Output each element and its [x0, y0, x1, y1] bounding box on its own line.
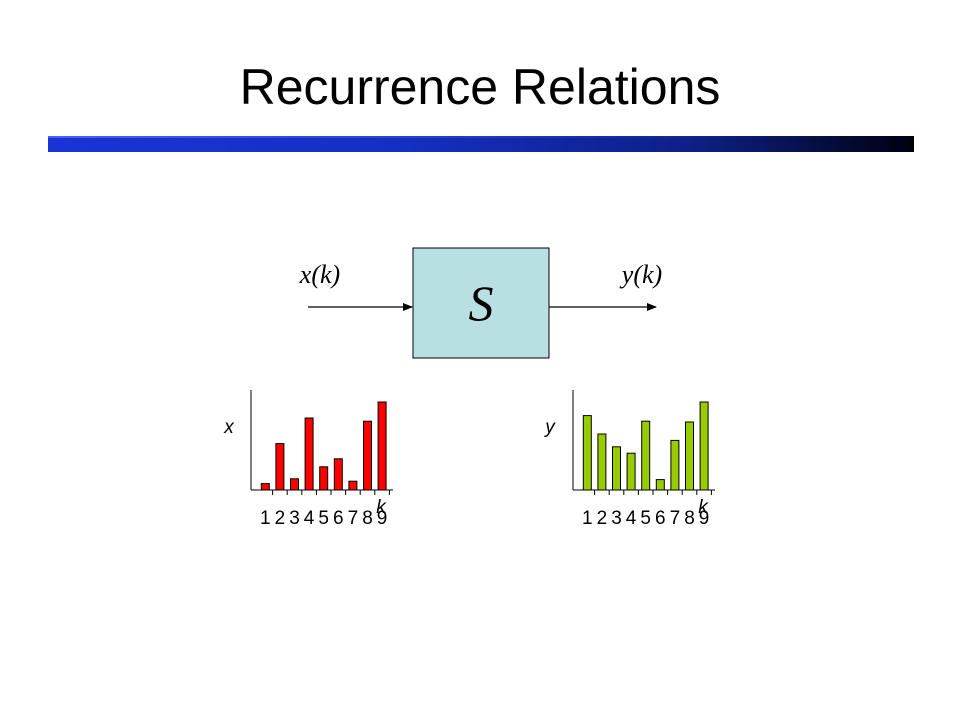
- output-chart-tick-label-4: 4: [626, 508, 637, 529]
- output-chart-bar-4: [626, 452, 636, 491]
- input-chart-tick-label-5: 5: [318, 508, 329, 529]
- input-chart-bar-7: [348, 480, 358, 491]
- input-chart-tick-label-3: 3: [289, 508, 300, 529]
- output-chart-y-label: y: [543, 417, 556, 438]
- output-chart-bar-6: [655, 479, 665, 491]
- input-chart-bar-2: [275, 443, 285, 491]
- output-chart-tick-label-7: 7: [670, 508, 681, 529]
- output-chart-bar-5: [641, 420, 651, 491]
- title-underline-highlight: [48, 136, 914, 138]
- input-chart-bar-9: [377, 401, 387, 491]
- input-chart-bar-1: [260, 483, 270, 491]
- output-chart-tick-label-2: 2: [597, 508, 608, 529]
- slide-title: Recurrence Relations: [239, 59, 721, 115]
- output-chart-bar-1: [582, 415, 592, 491]
- input-chart-x-label: k: [376, 497, 387, 518]
- output-chart-bar-7: [670, 439, 680, 491]
- output-signal-label: y(k): [619, 260, 662, 289]
- output-chart-bar-3: [612, 446, 621, 491]
- system-label: S: [469, 275, 494, 331]
- input-chart-bar-8: [363, 420, 372, 491]
- input-chart-bar-3: [290, 478, 299, 491]
- output-chart-tick-label-8: 8: [684, 508, 695, 529]
- output-chart-bar-2: [597, 433, 607, 491]
- input-chart-tick-label-7: 7: [348, 508, 359, 529]
- input-chart-bar-6: [333, 458, 343, 491]
- output-chart-tick-label-5: 5: [640, 508, 651, 529]
- input-chart-tick-label-2: 2: [275, 508, 286, 529]
- input-chart-tick-label-8: 8: [362, 508, 373, 529]
- input-chart-tick-label-9: 9: [377, 508, 388, 529]
- system-box: [412, 247, 550, 359]
- input-chart-y-label: x: [223, 417, 235, 438]
- output-chart-bar-9: [699, 401, 709, 491]
- output-chart-x-label: k: [698, 497, 709, 518]
- output-chart-tick-label-3: 3: [611, 508, 622, 529]
- input-signal-label: x(k): [299, 260, 340, 289]
- output-chart-tick-label-6: 6: [655, 508, 666, 529]
- output-chart-tick-label-9: 9: [699, 508, 710, 529]
- input-chart-tick-label-6: 6: [333, 508, 344, 529]
- input-chart-bar-5: [319, 466, 329, 491]
- output-chart-bar-8: [685, 421, 694, 491]
- title-underline-bar: [48, 136, 914, 152]
- input-chart-tick-label-4: 4: [304, 508, 315, 529]
- input-chart-bar-4: [304, 417, 314, 491]
- output-chart-tick-label-1: 1: [582, 508, 593, 529]
- input-chart-tick-label-1: 1: [260, 508, 271, 529]
